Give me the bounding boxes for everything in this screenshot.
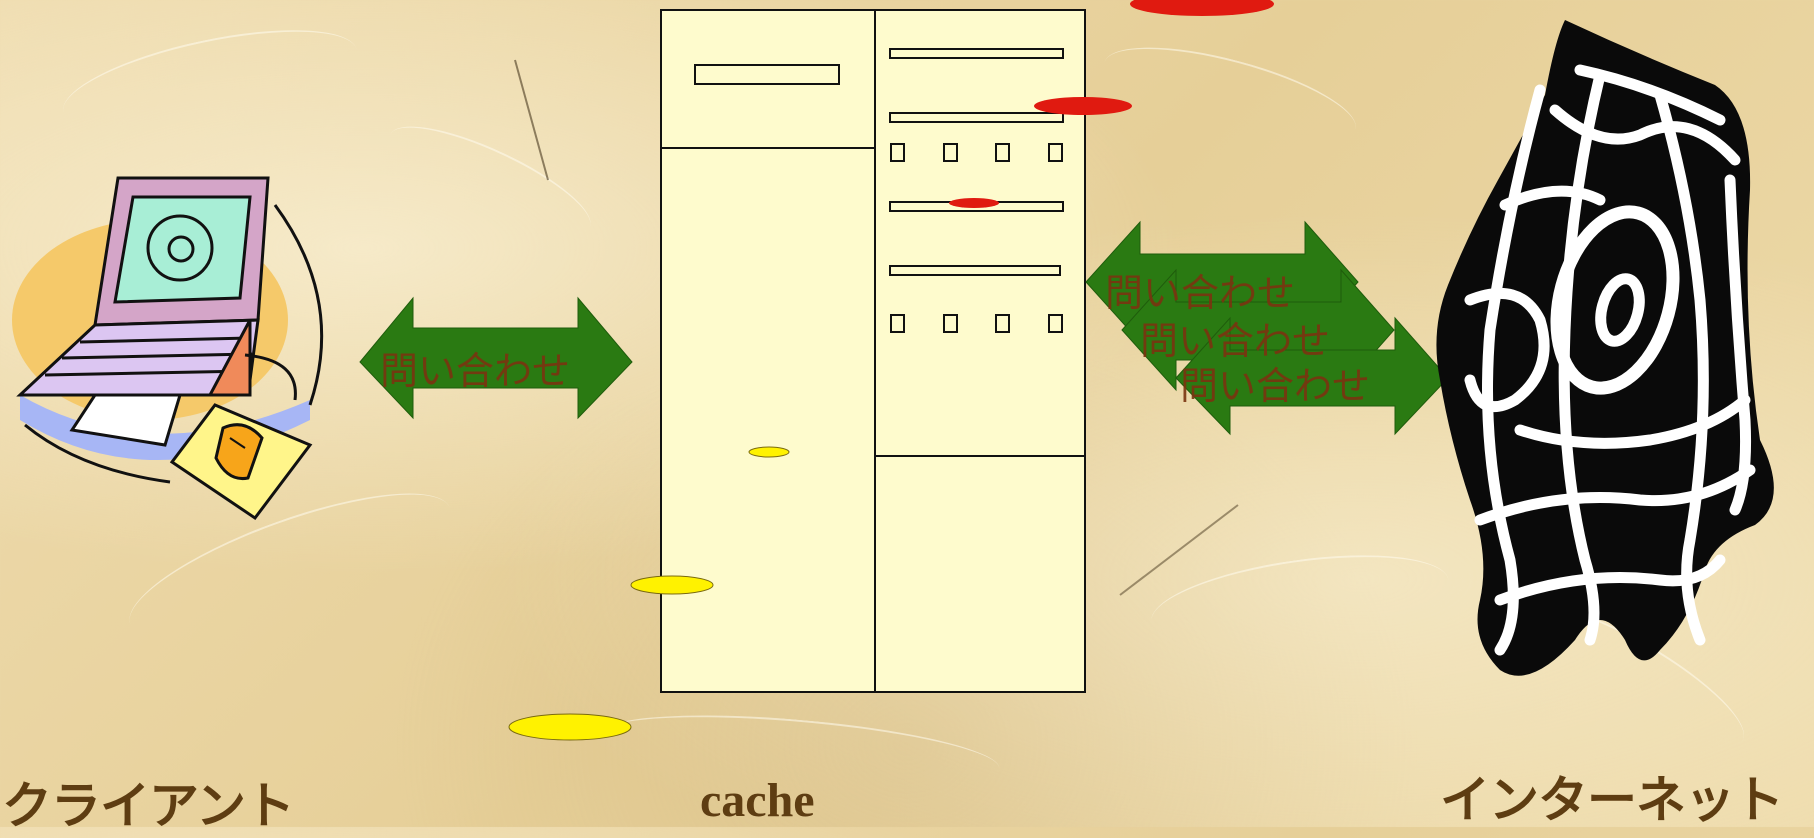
cache-server-icon: [660, 9, 1086, 693]
right-arrow-label-3: 問い合わせ: [1180, 364, 1371, 408]
client-label: クライアント: [2, 777, 295, 835]
red-disc: [1034, 97, 1132, 115]
right-arrow-label-1: 問い合わせ: [1105, 271, 1296, 315]
red-disc: [1130, 0, 1274, 16]
web-at-sign-icon: [1436, 20, 1774, 676]
yellow-disc: [748, 446, 790, 458]
laptop-computer-icon: [12, 176, 324, 521]
left-arrow-label: 問い合わせ: [380, 349, 571, 393]
cache-label: cache: [700, 774, 815, 827]
right-arrow-label-2: 問い合わせ: [1140, 319, 1331, 363]
dark-fiber: [514, 59, 549, 181]
dark-fiber: [1119, 504, 1239, 596]
red-disc: [949, 198, 999, 208]
yellow-disc: [630, 575, 714, 595]
left-double-arrow: [359, 296, 633, 420]
internet-label: インターネット: [1440, 771, 1784, 829]
right-double-arrows: [1085, 220, 1449, 436]
yellow-disc: [508, 713, 632, 741]
